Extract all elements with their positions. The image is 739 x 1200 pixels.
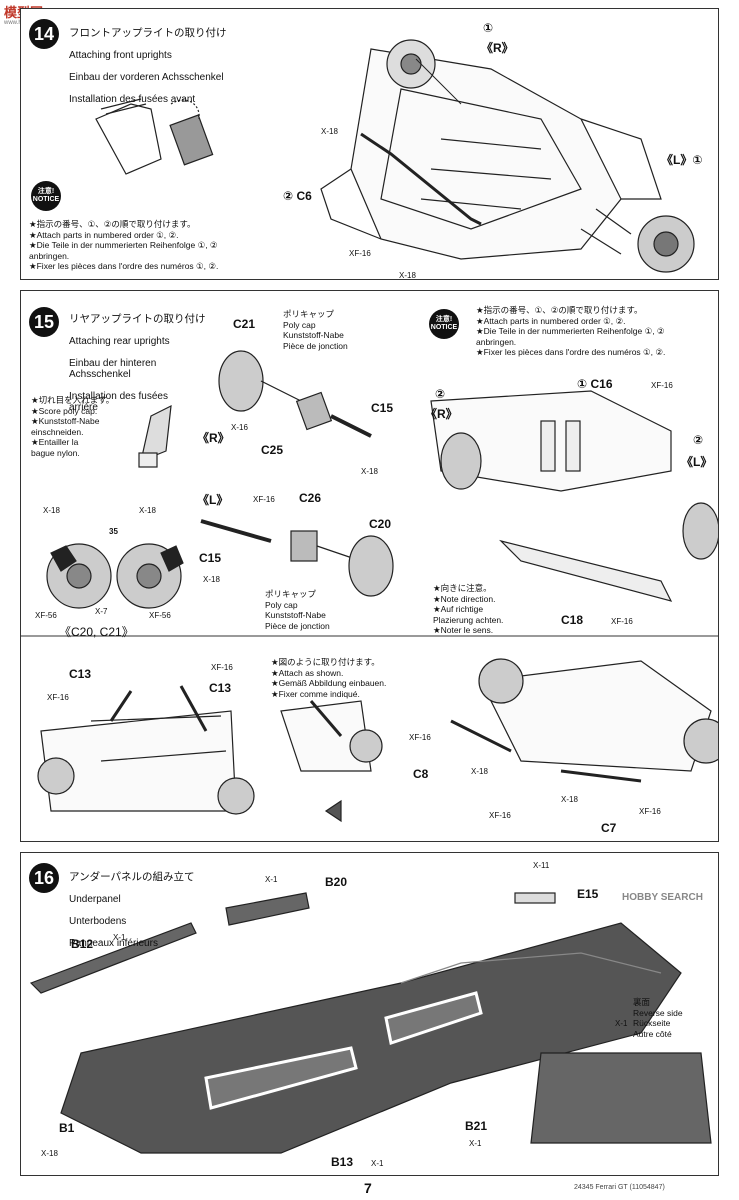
label-c13b: C13 — [209, 681, 232, 695]
label-c20: C20 — [369, 517, 392, 531]
paint-c13b: XF-16 — [211, 663, 233, 672]
paint-b21: X-1 — [469, 1139, 482, 1148]
polycap-note-bottom: ポリキャップ Poly cap Kunststoff-Nabe Pièce de… — [265, 589, 330, 631]
label-c18: C18 — [561, 613, 584, 627]
label-b12: B12 — [71, 937, 94, 951]
paint-b1: X-18 — [41, 1149, 58, 1158]
brake-paint-35: 35 — [109, 527, 118, 536]
step16-illustration — [29, 892, 712, 1154]
step15-title-en: Attaching rear uprights — [69, 336, 170, 347]
paint-b12: X-1 — [113, 933, 126, 942]
label-r: 《R》 — [197, 431, 230, 445]
reverse-side-note: 裏面 Reverse side Rückseite Autre côté — [633, 997, 683, 1039]
label-c25: C25 — [261, 443, 284, 457]
brake-caption: 《C20, C21》 — [59, 625, 134, 639]
watermark-right: HOBBY SEARCH — [622, 892, 703, 903]
notice-en: NOTICE — [430, 324, 458, 331]
step14-title-fr: Installation des fusées avant — [69, 94, 196, 105]
step14-title: フロントアップライトの取り付け Attaching front uprights… — [69, 17, 227, 116]
paint-c16: XF-16 — [651, 381, 673, 390]
step14-title-de: Einbau der vorderen Achsschenkel — [69, 72, 224, 83]
step16-title: アンダーパネルの組み立て Underpanel Unterbodens Pann… — [69, 861, 194, 960]
step16-title-en: Underpanel — [69, 894, 121, 905]
notice-en: NOTICE — [32, 196, 60, 203]
label-b21: B21 — [465, 1119, 488, 1133]
brake-paint-x18a: X-18 — [43, 506, 60, 515]
paint-xf16: XF-16 — [253, 495, 275, 504]
step14-illustration — [95, 39, 695, 273]
paint-c8-2: X-18 — [471, 767, 488, 776]
notice-jp: 注意! — [435, 316, 453, 323]
step16-panel: 16 アンダーパネルの組み立て Underpanel Unterbodens P… — [20, 852, 719, 1176]
step15-number: 15 — [29, 307, 59, 337]
label-b1: B1 — [59, 1121, 75, 1135]
paint-x16: X-16 — [231, 423, 248, 432]
step16-title-de: Unterbodens — [69, 916, 127, 927]
label-c26: C26 — [299, 491, 322, 505]
label-c15a: C15 — [371, 401, 394, 415]
brake-paint-x7: X-7 — [95, 607, 108, 616]
step15-notice-text: ★指示の番号、①、②の順で取り付けます。 ★Attach parts in nu… — [476, 305, 666, 357]
page-number: 7 — [364, 1180, 372, 1196]
step15-title-fr: Installation des fusées arrière — [69, 391, 168, 413]
step14-title-en: Attaching front uprights — [69, 50, 172, 61]
label-r-num: ① — [483, 21, 494, 35]
step14-panel: 14 フロントアップライトの取り付け Attaching front uprig… — [20, 8, 719, 280]
paint-c7-2: XF-16 — [489, 811, 511, 820]
step14-title-jp: フロントアップライトの取り付け — [69, 27, 227, 39]
label-c8: C8 — [413, 767, 429, 781]
score-note: ★切れ目を入れます。 ★Score poly cap. ★Kunststoff-… — [31, 395, 115, 458]
label-c7: C7 — [601, 821, 617, 835]
notice-jp: 注意! — [37, 188, 55, 195]
paint-c18: XF-16 — [611, 617, 633, 626]
step15-title: リヤアップライトの取り付け Attaching rear uprights Ei… — [69, 303, 206, 424]
label-r-side: 《R》 — [481, 41, 514, 55]
label-b13: B13 — [331, 1155, 354, 1169]
label-c6: ② C6 — [283, 189, 312, 203]
step15-title-de: Einbau der hinteren Achsschenkel — [69, 358, 157, 380]
polycap-note-top: ポリキャップ Poly cap Kunststoff-Nabe Pièce de… — [283, 309, 348, 351]
label-e15: E15 — [577, 887, 599, 901]
label-c21: C21 — [233, 317, 256, 331]
paint-rev: X-1 — [615, 1019, 628, 1028]
label-l2side: 《L》 — [681, 455, 713, 469]
brake-paint-xf56b: XF-56 — [149, 611, 171, 620]
step16-title-jp: アンダーパネルの組み立て — [69, 871, 195, 883]
paint-c8-1: XF-16 — [409, 733, 431, 742]
step16-number: 16 — [29, 863, 59, 893]
direction-note: ★向きに注意。 ★Note direction. ★Auf richtige P… — [433, 583, 504, 635]
step15-notice-badge: 注意! NOTICE — [429, 309, 459, 339]
paint-x18b: X-18 — [203, 575, 220, 584]
step14-notice-text: ★指示の番号、①、②の順で取り付けます。 ★Attach parts in nu… — [29, 219, 219, 271]
step15-illustration — [21, 350, 718, 823]
label-c15b: C15 — [199, 551, 222, 565]
label-c16: ① C16 — [577, 377, 613, 391]
paint-b13: X-1 — [371, 1159, 384, 1168]
label-c13a: C13 — [69, 667, 92, 681]
label-r2side: 《R》 — [425, 407, 458, 421]
paint-xf16: XF-16 — [349, 249, 371, 258]
paint-b20: X-1 — [265, 875, 278, 884]
step15-title-jp: リヤアップライトの取り付け — [69, 313, 206, 325]
paint-c7-1: X-18 — [561, 795, 578, 804]
paint-x18-a: X-18 — [321, 127, 338, 136]
step15-panel: 15 リヤアップライトの取り付け Attaching rear uprights… — [20, 290, 719, 842]
paint-x18-b: X-18 — [399, 271, 416, 280]
attach-note: ★図のように取り付けます。 ★Attach as shown. ★Gemäß A… — [271, 657, 387, 699]
footer-code: 24345 Ferrari GT (11054847) — [574, 1184, 665, 1191]
step14-number: 14 — [29, 19, 59, 49]
label-l-side: 《L》① — [661, 153, 703, 167]
label-b20: B20 — [325, 875, 348, 889]
paint-x18a: X-18 — [361, 467, 378, 476]
paint-c13a: XF-16 — [47, 693, 69, 702]
label-l: 《L》 — [197, 493, 229, 507]
paint-e15: X-11 — [533, 861, 550, 870]
paint-c7-3: XF-16 — [639, 807, 661, 816]
label-l2: ② — [693, 433, 704, 447]
brake-paint-x18b: X-18 — [139, 506, 156, 515]
step16-title-fr: Panneaux inférieurs — [69, 938, 158, 949]
step14-notice-badge: 注意! NOTICE — [31, 181, 61, 211]
brake-paint-xf56a: XF-56 — [35, 611, 57, 620]
label-r2: ② — [435, 387, 446, 401]
